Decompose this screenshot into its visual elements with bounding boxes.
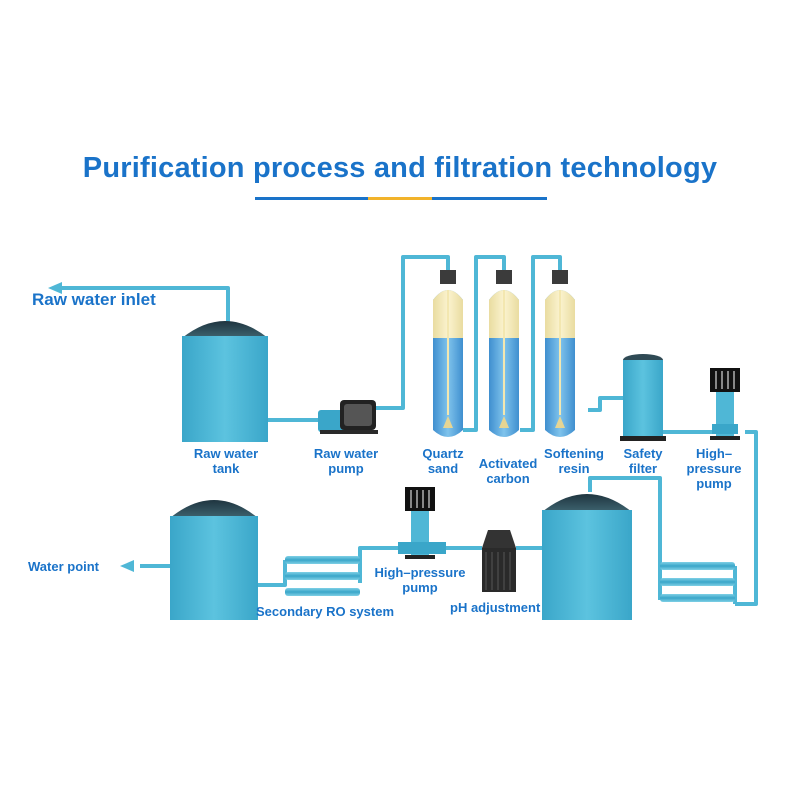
product-water-tank (170, 500, 258, 620)
activated-carbon-vessel (489, 270, 519, 437)
water-point-label: Water point (28, 559, 100, 574)
outlet-arrow-icon (120, 560, 134, 572)
primary-ro-membranes (660, 562, 735, 602)
arrow-icons (48, 282, 134, 572)
intermediate-tank (542, 494, 632, 620)
secondary-ro-membranes (285, 556, 360, 596)
activated-carbon-label: Activated carbon (478, 456, 538, 486)
softening-resin-vessel (545, 270, 575, 437)
high-pressure-pump-2-label: High–pressure pump (374, 565, 466, 595)
safety-filter (620, 354, 666, 441)
secondary-ro-system-label: Secondary RO system (256, 604, 395, 619)
ph-adjustment-label: pH adjustment (450, 600, 541, 615)
raw-water-tank-label: Raw water tank (193, 446, 259, 476)
safety-filter-label: Safety filter (623, 446, 663, 476)
high-pressure-pump-2 (398, 487, 446, 559)
quartz-sand-label: Quartz sand (422, 446, 464, 476)
title-underline (255, 197, 547, 200)
softening-resin-label: Softening resin (544, 446, 604, 476)
raw-water-inlet-label: Raw water inlet (32, 290, 156, 309)
high-pressure-pump-1-label: High– pressure pump (686, 446, 742, 491)
high-pressure-pump-1 (710, 368, 740, 440)
pipe-network (60, 255, 758, 606)
raw-water-pump-label: Raw water pump (313, 446, 379, 476)
quartz-sand-vessel (433, 270, 463, 437)
page-title: Purification process and filtration tech… (82, 152, 718, 184)
raw-water-tank (182, 321, 268, 442)
ph-adjustment-unit (482, 530, 516, 592)
raw-water-pump (318, 400, 378, 434)
inlet-arrow-icon (48, 282, 62, 294)
